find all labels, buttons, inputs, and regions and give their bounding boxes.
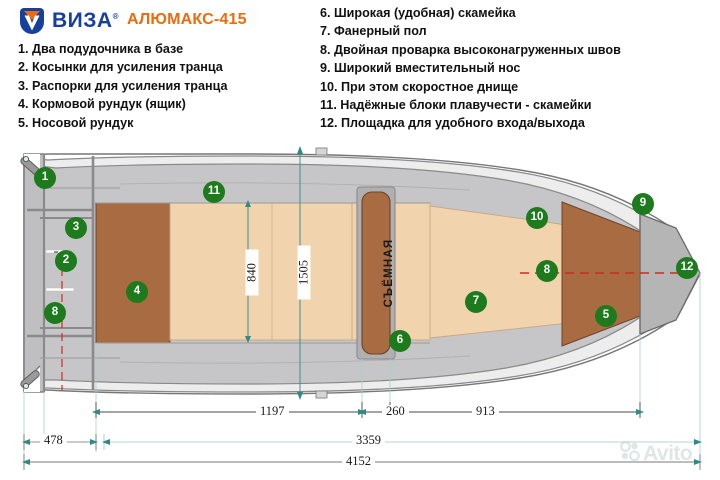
- feature-item: 2. Косынки для усиления транца: [18, 60, 223, 75]
- dimension-label-1505: 1505: [297, 245, 311, 300]
- avito-logo-icon: [620, 441, 640, 466]
- feature-item: 7. Фанерный пол: [320, 24, 427, 39]
- dimension-label-478: 478: [40, 434, 67, 447]
- dimension-label-913: 913: [472, 405, 499, 418]
- callout-marker-1[interactable]: 1: [34, 167, 56, 189]
- feature-item: 12. Площадка для удобного входа/выхода: [320, 116, 585, 131]
- feature-item: 11. Надёжные блоки плавучести - скамейки: [320, 98, 592, 113]
- rod-holder-lower: [20, 370, 40, 390]
- feature-item: 5. Носовой рундук: [18, 115, 134, 130]
- avito-watermark-text: Avito: [643, 442, 693, 465]
- viza-shield-icon: [18, 6, 46, 34]
- model-name: АЛЮМАКС-415: [127, 11, 247, 28]
- callout-marker-12[interactable]: 12: [676, 257, 698, 279]
- feature-item: 6. Широкая (удобная) скамейка: [320, 6, 516, 20]
- dimension-label-840: 840: [245, 249, 259, 296]
- callout-marker-10[interactable]: 10: [526, 207, 548, 229]
- callout-marker-3[interactable]: 3: [65, 217, 87, 239]
- header: ВИЗА® АЛЮМАКС-415 1. Два подудочника в б…: [0, 0, 720, 142]
- avito-watermark: Avito: [620, 441, 693, 466]
- feature-item: 4. Кормовой рундук (ящик): [18, 97, 186, 112]
- dimension-label-3359: 3359: [352, 434, 385, 447]
- brand-name: ВИЗА®: [52, 10, 119, 31]
- boat-plan-drawing: СЪЁМНАЯ: [0, 140, 720, 480]
- callout-marker-11[interactable]: 11: [203, 181, 225, 203]
- callout-marker-7[interactable]: 7: [465, 291, 487, 313]
- brand-logo: ВИЗА® АЛЮМАКС-415: [18, 6, 247, 34]
- feature-item: 1. Два подудочника в базе: [18, 42, 184, 56]
- callout-marker-2[interactable]: 2: [55, 250, 77, 272]
- feature-item: 10. При этом скоростное днище: [320, 79, 519, 94]
- callout-marker-8-bow[interactable]: 8: [536, 260, 558, 282]
- feature-item: 3. Распорки для усиления транца: [18, 78, 228, 93]
- dimension-label-1197: 1197: [256, 405, 289, 418]
- dimension-label-260: 260: [382, 405, 409, 418]
- removable-bench-label: СЪЁМНАЯ: [383, 238, 395, 308]
- callout-marker-8-stern[interactable]: 8: [44, 302, 66, 324]
- dimension-label-4152: 4152: [342, 455, 375, 468]
- callout-marker-5[interactable]: 5: [595, 305, 617, 327]
- feature-list-left: 1. Два подудочника в базе 2. Косынки для…: [18, 40, 227, 132]
- callout-marker-9[interactable]: 9: [632, 193, 654, 215]
- feature-item: 8. Двойная проварка высоконагруженных шв…: [320, 42, 621, 57]
- feature-item: 9. Широкий вместительный нос: [320, 61, 521, 76]
- callout-marker-6[interactable]: 6: [389, 330, 411, 352]
- trademark-symbol: ®: [112, 11, 119, 21]
- callout-marker-4[interactable]: 4: [126, 281, 148, 303]
- feature-list-right: 6. Широкая (удобная) скамейка 7. Фанерны…: [320, 4, 621, 133]
- brand-name-text: ВИЗА: [52, 8, 113, 32]
